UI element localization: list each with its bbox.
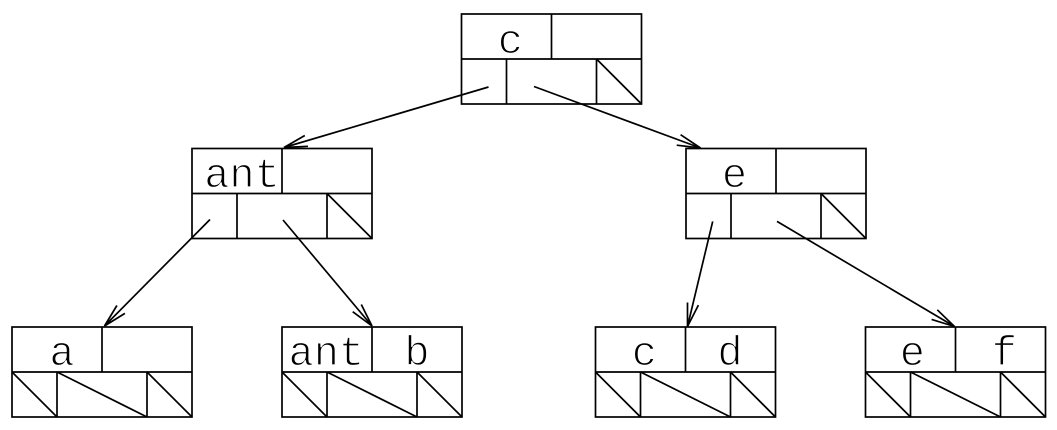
svg-text:a: a — [49, 330, 74, 378]
svg-text:b: b — [404, 330, 429, 378]
svg-text:f: f — [992, 330, 1017, 378]
svg-text:ant: ant — [204, 152, 280, 200]
svg-text:e: e — [722, 152, 747, 200]
svg-text:c: c — [632, 330, 657, 378]
svg-text:e: e — [900, 330, 925, 378]
svg-text:ant: ant — [288, 330, 364, 378]
svg-text:c: c — [498, 18, 523, 66]
svg-text:d: d — [717, 330, 742, 378]
